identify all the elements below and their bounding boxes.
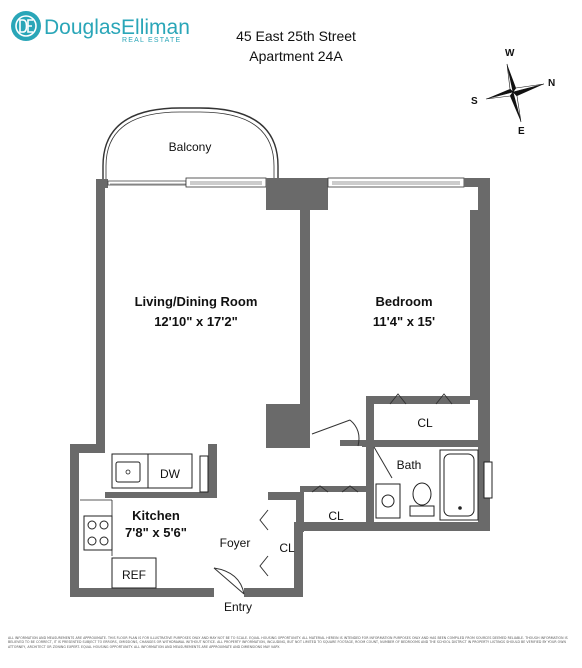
room-bath: Bath: [397, 458, 422, 472]
room-hall-closet: CL: [328, 509, 344, 523]
refrigerator: [111, 557, 157, 589]
kitchen-ref-label: REF: [122, 568, 146, 582]
compass-north: N: [548, 78, 555, 89]
brand-logo: DouglasElliman REAL ESTATE: [11, 11, 190, 44]
room-foyer-closet: CL: [279, 541, 295, 555]
room-bedroom-size: 11'4" x 15': [373, 314, 435, 329]
room-living-name: Living/Dining Room: [135, 294, 258, 309]
doors: [110, 183, 453, 595]
compass-west: W: [505, 48, 515, 59]
brand-tagline: REAL ESTATE: [122, 37, 181, 44]
room-living-size: 12'10" x 17'2": [154, 314, 238, 329]
toilet-icon: [412, 482, 432, 506]
balcony: [102, 107, 279, 182]
property-address: 45 East 25th Street: [236, 28, 356, 44]
legal-disclaimer: ALL INFORMATION AND MEASUREMENTS ARE APP…: [8, 636, 568, 649]
room-foyer: Foyer: [220, 536, 251, 550]
toilet-tank: [409, 505, 435, 517]
walls: [70, 177, 490, 597]
room-kitchen-name: Kitchen: [132, 508, 180, 523]
apartment-number: Apartment 24A: [249, 48, 343, 64]
kitchen-fixtures: [80, 453, 209, 589]
room-kitchen-size: 7'8" x 5'6": [125, 525, 187, 540]
kitchen-dw-label: DW: [160, 467, 181, 481]
brand-name: DouglasElliman: [44, 16, 190, 39]
room-bedroom-name: Bedroom: [375, 294, 432, 309]
compass-south: S: [471, 96, 478, 107]
stove-icon: [83, 515, 113, 551]
room-balcony: Balcony: [169, 140, 212, 154]
entry-label: Entry: [224, 600, 252, 614]
bath-fixtures: [375, 449, 493, 521]
compass-rose-icon: W N E S: [471, 48, 555, 137]
compass-east: E: [518, 126, 525, 137]
room-bedroom-closet: CL: [417, 416, 433, 430]
dishwasher: [147, 453, 193, 489]
